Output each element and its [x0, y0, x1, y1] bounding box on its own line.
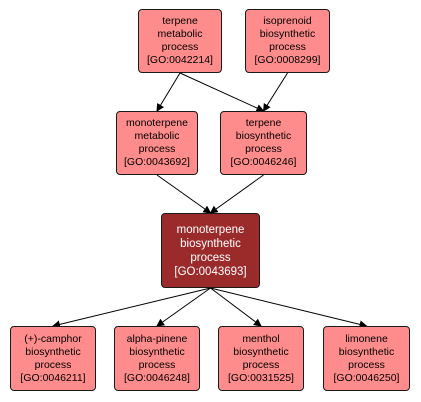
edge-n0008299-to-n0046246 — [262, 72, 288, 112]
node-terpene-biosynthetic-process[interactable]: terpene biosynthetic process [GO:0046246… — [220, 111, 307, 175]
node-camphor-biosynthetic-process[interactable]: (+)-camphor biosynthetic process [GO:004… — [10, 326, 96, 391]
node-line: monoterpene — [176, 223, 245, 236]
node-alpha-pinene-biosynthetic-process[interactable]: alpha-pinene biosynthetic process [GO:00… — [114, 326, 200, 391]
edge-n0043693-to-n0046250 — [210, 287, 368, 329]
node-limonene-biosynthetic-process[interactable]: limonene biosynthetic process [GO:004625… — [323, 326, 410, 391]
edge-n0043692-to-n0043693 — [156, 174, 212, 214]
node-go-id: [GO:0042214] — [147, 54, 213, 66]
node-line: biosynthetic — [25, 345, 81, 358]
node-go-id: [GO:0043692] — [124, 156, 190, 168]
node-line: biosynthetic — [129, 345, 185, 358]
edge-n0043693-to-n0031525 — [210, 287, 262, 327]
node-go-id: [GO:0031525] — [228, 371, 294, 384]
node-line: biosynthetic — [338, 345, 395, 358]
node-line: metabolic — [157, 28, 203, 40]
node-go-id: [GO:0046250] — [333, 371, 400, 384]
node-line: process — [161, 41, 199, 53]
edge-n0042214-to-n0043692 — [156, 72, 181, 112]
node-line: terpene — [162, 15, 198, 27]
node-line: process — [190, 251, 231, 264]
node-line: biosynthetic — [233, 345, 289, 358]
node-line: (+)-camphor — [24, 332, 82, 345]
node-isoprenoid-biosynthetic-process[interactable]: isoprenoid biosynthetic process [GO:0008… — [245, 9, 330, 73]
node-go-id: [GO:0008299] — [254, 54, 321, 66]
node-go-id: [GO:0046248] — [124, 371, 190, 384]
node-line: process — [34, 358, 72, 371]
node-go-id: [GO:0046211] — [20, 371, 86, 384]
edge-n0043693-to-n0046248 — [156, 287, 211, 327]
edge-n0046246-to-n0043693 — [209, 174, 264, 214]
node-line: isoprenoid — [263, 15, 312, 27]
node-line: alpha-pinene — [126, 332, 188, 345]
node-terpene-metabolic-process[interactable]: terpene metabolic process [GO:0042214] — [138, 9, 222, 73]
node-line: terpene — [245, 117, 282, 129]
node-go-id: [GO:0043693] — [174, 265, 247, 278]
node-line: process — [138, 358, 176, 371]
node-monoterpene-metabolic-process[interactable]: monoterpene metabolic process [GO:004369… — [116, 111, 198, 175]
edge-n0043693-to-n0046211 — [52, 287, 211, 329]
node-line: monoterpene — [126, 117, 188, 129]
node-line: limonene — [345, 332, 388, 345]
node-line: menthol — [242, 332, 280, 345]
node-line: biosynthetic — [180, 237, 241, 250]
node-menthol-biosynthetic-process[interactable]: menthol biosynthetic process [GO:0031525… — [218, 326, 304, 391]
node-go-id: [GO:0046246] — [230, 156, 297, 168]
node-line: process — [242, 358, 280, 371]
node-monoterpene-biosynthetic-process[interactable]: monoterpene biosynthetic process [GO:004… — [161, 213, 260, 288]
node-line: metabolic — [134, 130, 180, 142]
node-line: biosynthetic — [235, 130, 292, 142]
node-line: process — [245, 143, 282, 155]
edge-n0042214-to-n0046246 — [179, 72, 265, 112]
node-line: biosynthetic — [259, 28, 316, 40]
node-line: process — [138, 143, 176, 155]
node-line: process — [269, 41, 306, 53]
node-line: process — [348, 358, 385, 371]
